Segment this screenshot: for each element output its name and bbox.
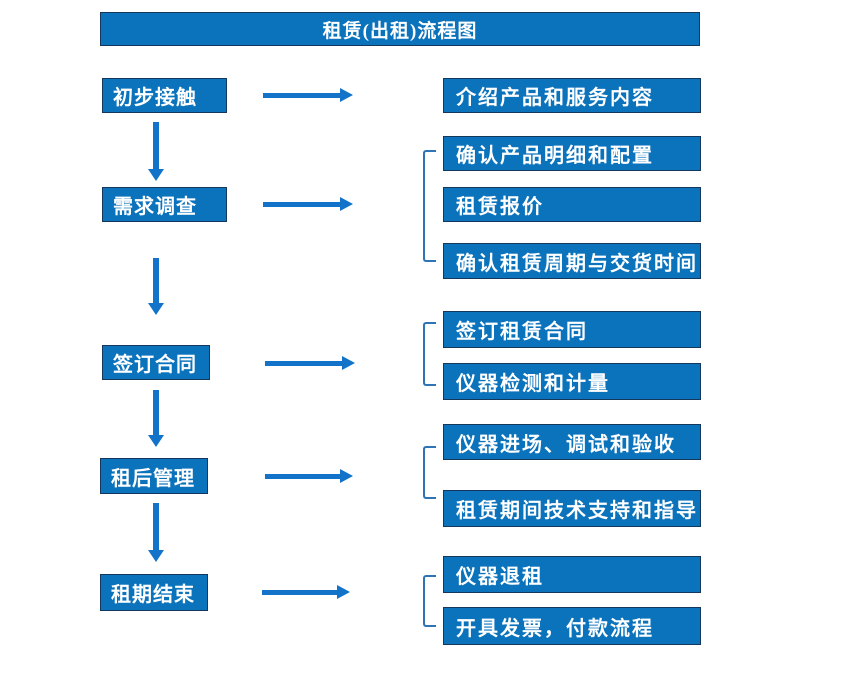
arrow-shaft	[153, 122, 159, 170]
output-box-10: 开具发票，付款流程	[443, 607, 701, 645]
arrow-head	[340, 469, 353, 483]
down-arrow-icon-1	[148, 122, 164, 181]
step-demand-survey: 需求调查	[102, 187, 227, 222]
arrow-shaft	[262, 589, 338, 595]
output-box-3: 租赁报价	[443, 187, 701, 222]
right-arrow-icon-1	[263, 88, 353, 102]
output-box-1: 介绍产品和服务内容	[443, 78, 701, 113]
right-arrow-icon-4	[265, 469, 353, 483]
output-box-2: 确认产品明细和配置	[443, 136, 701, 171]
arrow-shaft	[263, 92, 341, 98]
arrow-head	[148, 169, 164, 181]
arrow-shaft	[263, 201, 341, 207]
group-bracket-post-rental	[423, 446, 436, 499]
right-arrow-icon-5	[262, 585, 350, 599]
page-title: 租赁(出租)流程图	[100, 12, 700, 46]
arrow-shaft	[153, 503, 159, 551]
group-bracket-sign-contract	[423, 322, 436, 386]
right-arrow-icon-3	[265, 356, 355, 370]
arrow-shaft	[265, 360, 343, 366]
arrow-head	[342, 356, 355, 370]
arrow-head	[340, 88, 353, 102]
output-box-9: 仪器退租	[443, 556, 701, 593]
arrow-shaft	[265, 473, 341, 479]
arrow-head	[148, 303, 164, 315]
group-bracket-demand-survey	[423, 150, 436, 262]
down-arrow-icon-4	[148, 503, 164, 562]
step-initial-contact: 初步接触	[102, 78, 227, 113]
arrow-head	[148, 435, 164, 447]
group-bracket-rental-end	[423, 575, 436, 627]
arrow-head	[337, 585, 350, 599]
step-post-rental-management: 租后管理	[100, 458, 208, 494]
arrow-head	[340, 197, 353, 211]
right-arrow-icon-2	[263, 197, 353, 211]
output-box-6: 仪器检测和计量	[443, 363, 701, 400]
arrow-head	[148, 550, 164, 562]
down-arrow-icon-3	[148, 390, 164, 447]
output-box-5: 签订租赁合同	[443, 311, 701, 348]
step-sign-contract: 签订合同	[102, 345, 210, 380]
step-rental-end: 租期结束	[100, 574, 208, 611]
output-box-8: 租赁期间技术支持和指导	[443, 490, 701, 527]
output-box-7: 仪器进场、调试和验收	[443, 424, 701, 460]
output-box-4: 确认租赁周期与交货时间	[443, 243, 701, 279]
down-arrow-icon-2	[148, 258, 164, 315]
arrow-shaft	[153, 258, 159, 304]
arrow-shaft	[153, 390, 159, 436]
